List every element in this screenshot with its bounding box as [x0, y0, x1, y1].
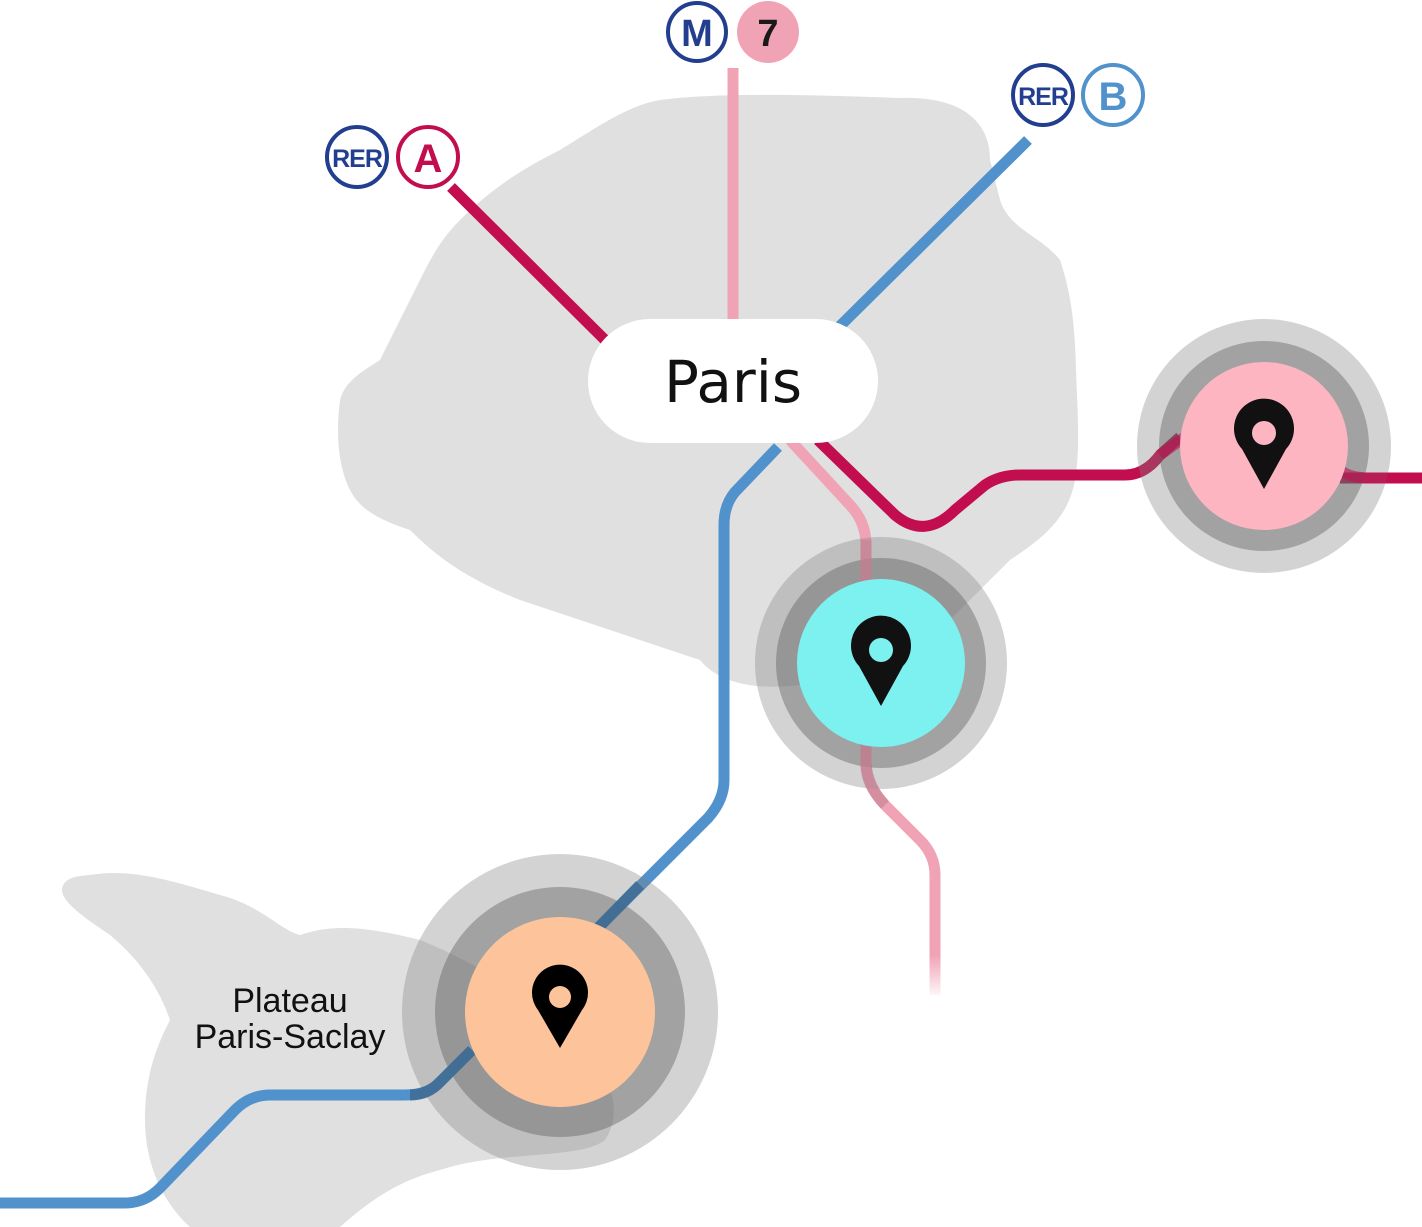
rer-b-halo-crossing-bottom [409, 1046, 476, 1101]
metro-network-badge-text: M [681, 13, 713, 55]
rer-a-north-segment [447, 183, 609, 344]
map-pin-icon [532, 964, 588, 1048]
rer-b-line-badge-text: B [1099, 75, 1128, 119]
rer-b-north-segment [834, 136, 1032, 332]
map-pin-icon [1234, 398, 1294, 489]
saclay-region [61, 872, 614, 1227]
metro-7-badge[interactable]: M 7 [666, 1, 799, 63]
rer-network-badge-text: RER [1018, 83, 1069, 111]
rer-network-badge [325, 125, 389, 189]
paris-label[interactable]: Paris [588, 319, 878, 443]
metro-7-line-badge-text: 7 [757, 13, 778, 55]
rer-b-line-badge [1081, 63, 1145, 127]
rer-a-east-segment [814, 432, 1184, 532]
rer-b-halo-crossing-top [594, 881, 644, 932]
rer-a-badge[interactable]: RER A [325, 125, 460, 189]
rer-b-south-segment [594, 443, 782, 932]
metro-7-line-badge [737, 1, 799, 63]
paris-label-text: Paris [664, 348, 802, 416]
saclay-label-line2: Paris-Saclay [195, 1018, 386, 1056]
metro-7-halo-crossing-bottom [860, 745, 890, 809]
rer-a-line-badge [396, 125, 460, 189]
rer-a-line-badge-text: A [414, 137, 443, 181]
site-east-marker[interactable] [1137, 319, 1400, 573]
saclay-label-line1: Plateau [232, 982, 347, 1020]
rer-network-badge [1011, 63, 1075, 127]
site-south-marker[interactable] [755, 537, 1007, 809]
rer-network-badge-text: RER [332, 145, 383, 173]
map-pin-icon [851, 615, 911, 706]
metro-7-end-fade [925, 955, 947, 1000]
paris-label-background [588, 319, 878, 443]
metro-network-badge [666, 1, 728, 63]
saclay-label: Plateau Paris-Saclay [195, 982, 386, 1056]
rer-b-badge[interactable]: RER B [1011, 63, 1145, 127]
site-saclay-marker[interactable] [402, 854, 718, 1170]
